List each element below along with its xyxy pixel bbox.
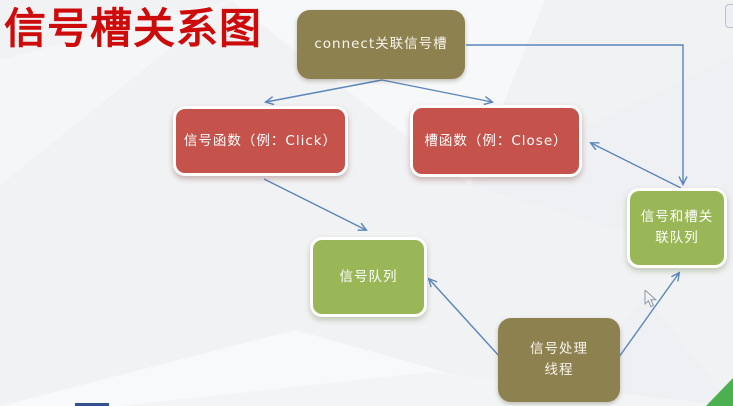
scrollbar-fragment <box>725 4 733 28</box>
edge-assoc-queue-to-slot-func <box>591 143 682 189</box>
edge-signal-thread-to-assoc-queue <box>618 273 679 358</box>
node-connect: connect关联信号槽 <box>297 10 465 79</box>
edge-connect-to-signal-func <box>266 79 383 102</box>
mouse-cursor-icon <box>644 290 658 308</box>
node-slot-function: 槽函数（例：Close） <box>410 105 582 177</box>
edge-connect-to-slot-func <box>381 79 492 102</box>
edge-signal-thread-to-signal-queue <box>429 279 501 358</box>
edge-signal-func-to-signal-queue <box>263 178 366 230</box>
node-signal-processing-thread: 信号处理 线程 <box>498 318 620 402</box>
node-signal-function: 信号函数（例：Click） <box>173 106 348 176</box>
progress-bar-fragment <box>75 403 109 406</box>
page-title: 信号槽关系图 <box>4 4 263 53</box>
node-signal-queue: 信号队列 <box>310 237 427 317</box>
node-signal-slot-association-queue: 信号和槽关 联队列 <box>627 188 727 268</box>
